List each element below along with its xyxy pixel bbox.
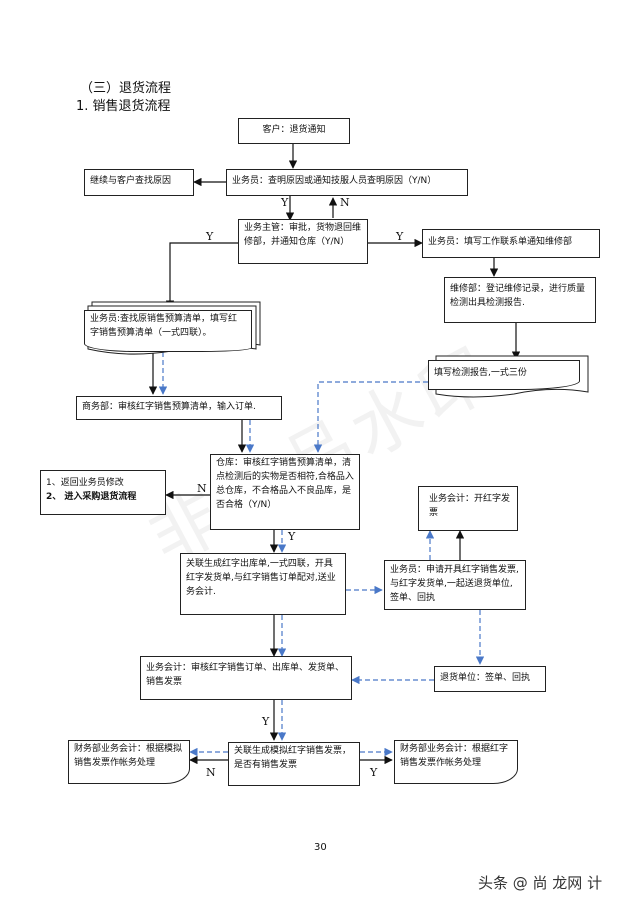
continue-find-reason-box: 继续与客户查找原因 — [84, 169, 194, 196]
subsection-title: 1. 销售退货流程 — [76, 99, 171, 114]
edge-label-y-supervisor-right: Y — [396, 230, 404, 243]
generate-simulated-box: 关联生成模拟红字销售发票，是否有销售发票 — [228, 742, 360, 786]
fill-report-doc: 填写检测报告,一式三份 — [428, 360, 580, 390]
edge-label-n-reason: N — [340, 196, 350, 209]
sales-apply-invoice-box: 业务员：申请开具红字销售发票,与红字发货单,一起送退货单位,签单、回执 — [384, 560, 526, 610]
sales-find-budget-doc: 业务员:查找原销售预算清单，填写红字销售预算清单（一式四联）。 — [84, 310, 252, 352]
repair-register-box: 维修部：登记维修记录，进行质量检测出具检测报告. — [444, 277, 596, 323]
return-options-box: 1、返回业务员修改 2、 进入采购退货流程 — [40, 470, 166, 515]
supervisor-approve-box: 业务主管：审批，货物退回维修部，并通知仓库（Y/N） — [238, 219, 368, 264]
accountant-invoice-box: 业务会计：开红字发票 — [418, 486, 518, 531]
customer-notice-box: 客户：退货通知 — [238, 118, 350, 144]
page-number: 30 — [314, 842, 327, 853]
edge-label-n-simulated: N — [206, 766, 216, 779]
edge-label-y-supervisor-left: Y — [206, 230, 214, 243]
return-option-purchase: 2、 进入采购退货流程 — [46, 491, 137, 502]
footer-watermark: 头条 @ 尚 龙网 计 — [478, 874, 603, 892]
sales-fill-form-box: 业务员：填写工作联系单通知维修部 — [422, 229, 600, 258]
return-option-modify: 1、返回业务员修改 — [46, 478, 124, 488]
finance-red-doc: 财务部业务会计：根据红字销售发票作帐务处理 — [394, 740, 518, 784]
edge-label-y-warehouse: Y — [288, 530, 296, 543]
edge-label-y-accountant: Y — [262, 715, 270, 728]
sales-check-reason-box: 业务员：查明原因或通知技服人员查明原因（Y/N） — [226, 169, 468, 196]
warehouse-review-box: 仓库：审核红字销售预算清单，清点检测后的实物是否相符,合格品入总仓库，不合格品入… — [210, 454, 360, 530]
edge-label-y-red: Y — [370, 766, 378, 779]
commerce-review-box: 商务部：审核红字销售预算清单，输入订单. — [76, 396, 282, 420]
edge-label-n-warehouse: N — [197, 482, 207, 495]
finance-simulated-doc: 财务部业务会计：根据模拟销售发票作帐务处理 — [68, 740, 190, 784]
section-title: （三）退货流程 — [80, 81, 172, 96]
return-unit-sign-box: 退货单位：签单、回执 — [434, 666, 546, 692]
accountant-review-box: 业务会计：审核红字销售订单、出库单、发货单、销售发票 — [140, 656, 352, 700]
related-out-order-box: 关联生成红字出库单,一式四联，开具红字发货单,与红字销售订单配对,送业务会计. — [180, 553, 346, 615]
edge-label-y-reason: Y — [281, 196, 289, 209]
